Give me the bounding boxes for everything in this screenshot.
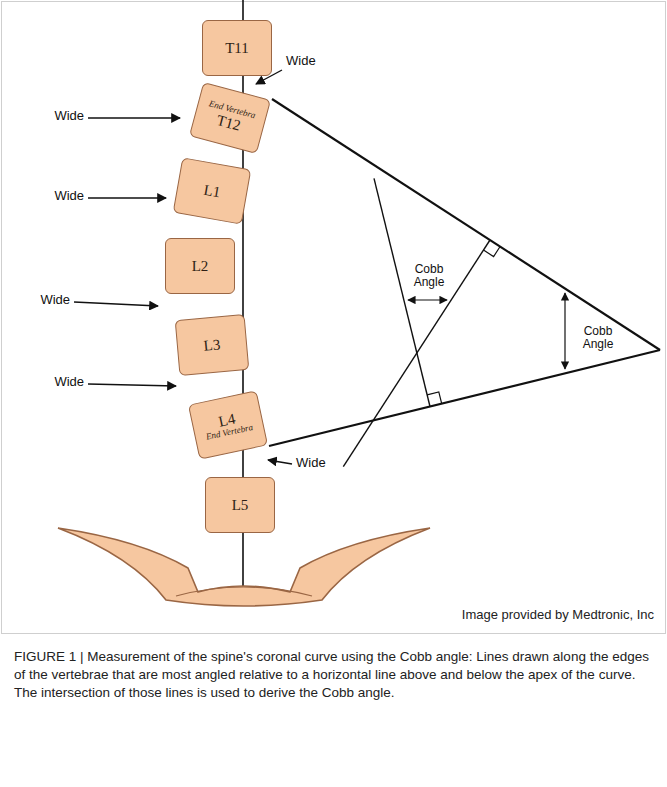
vertebra-name: L3 (203, 336, 221, 354)
vertebra-box: L4End Vertebra (188, 390, 268, 459)
credit-note: Image provided by Medtronic, Inc (462, 608, 654, 623)
lower-cobb-line (269, 350, 660, 446)
wide-label: Wide (54, 189, 84, 204)
end-vertebra-note: End Vertebra (205, 423, 254, 443)
vertebra-box: L5 (205, 477, 275, 533)
right-angle-mark (484, 247, 501, 257)
vertebra-name: T11 (225, 40, 249, 57)
vertebra-box: L2 (165, 238, 235, 294)
upper-cobb-line (272, 99, 660, 350)
right-angle-mark (427, 392, 442, 404)
vertebra-box: L3 (175, 314, 250, 376)
leader-arrow (88, 384, 176, 386)
vertebra-box: T11 (202, 20, 272, 76)
leader-arrow (268, 460, 292, 464)
angle-label: Cobb Angle (578, 325, 618, 352)
perpendicular-line (374, 178, 430, 406)
pelvis-outline (58, 528, 430, 606)
leader-arrow (88, 117, 180, 118)
angle-arrow (408, 299, 447, 300)
vertebra-name: L5 (232, 497, 249, 514)
vertebra-box: L1 (173, 157, 252, 224)
vertebra-name: L1 (202, 181, 221, 200)
angle-label: Cobb Angle (409, 263, 449, 290)
vertebra-box: End VertebraT12 (189, 82, 271, 154)
wide-label: Wide (40, 293, 70, 308)
vertebra-name: L2 (192, 258, 209, 275)
angle-arrow (564, 293, 565, 369)
figure-frame (2, 2, 666, 634)
wide-label: Wide (54, 375, 84, 390)
leader-arrow (74, 302, 158, 306)
wide-label: Wide (296, 456, 326, 471)
wide-label: Wide (286, 54, 316, 69)
figure-caption: FIGURE 1 | Measurement of the spine's co… (14, 648, 650, 703)
sacrum-line (176, 587, 312, 596)
leader-arrow (88, 197, 166, 198)
wide-label: Wide (54, 109, 84, 124)
